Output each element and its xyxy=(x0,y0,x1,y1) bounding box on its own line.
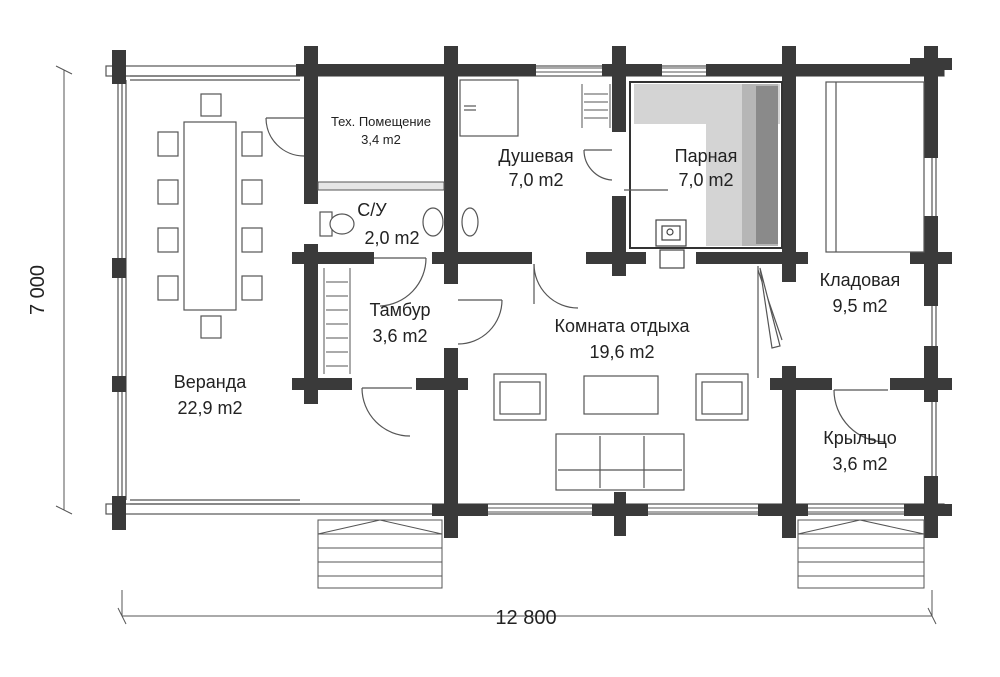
tech-room-name: Тех. Помещение xyxy=(331,114,431,129)
storage-shelf xyxy=(825,81,925,253)
storage-room-area: 9,5 m2 xyxy=(832,296,887,316)
veranda-room-name: Веранда xyxy=(174,372,247,392)
height-dimension: 7 000 xyxy=(27,265,49,315)
wc-room-name: С/У xyxy=(357,200,387,220)
steam-room-name: Парная xyxy=(675,146,738,166)
storage-door xyxy=(757,266,783,378)
stairs-tambur xyxy=(323,268,351,374)
dimension-lines xyxy=(55,65,937,625)
tech-room-area: 3,4 m2 xyxy=(361,132,401,147)
steam-room-area: 7,0 m2 xyxy=(678,170,733,190)
walls xyxy=(112,46,952,538)
storage-room-name: Кладовая xyxy=(820,270,901,290)
shower-room-area: 7,0 m2 xyxy=(508,170,563,190)
vestibule-room-name: Тамбур xyxy=(369,300,430,320)
windows xyxy=(488,67,904,513)
width-dimension: 12 800 xyxy=(495,607,556,629)
dining-table-icon xyxy=(157,93,263,339)
porch-room-area: 3,6 m2 xyxy=(832,454,887,474)
vestibule-room-area: 3,6 m2 xyxy=(372,326,427,346)
lounge-furniture xyxy=(493,373,749,491)
porch-room-name: Крыльцо xyxy=(823,428,896,448)
ladder-icon xyxy=(581,84,611,128)
shower-tray-icon xyxy=(459,79,519,137)
wc-room-area: 2,0 m2 xyxy=(364,228,419,248)
lounge-room-name: Комната отдыха xyxy=(555,316,691,336)
sink-icon xyxy=(422,207,479,237)
stove-icon xyxy=(655,219,687,269)
lounge-room-area: 19,6 m2 xyxy=(589,342,654,362)
steps xyxy=(317,519,925,589)
partition xyxy=(317,181,445,191)
toilet-icon xyxy=(319,211,355,237)
veranda-room-area: 22,9 m2 xyxy=(177,398,242,418)
shower-room-name: Душевая xyxy=(498,146,573,166)
steam-room-benches xyxy=(629,81,783,249)
doors xyxy=(265,117,888,443)
